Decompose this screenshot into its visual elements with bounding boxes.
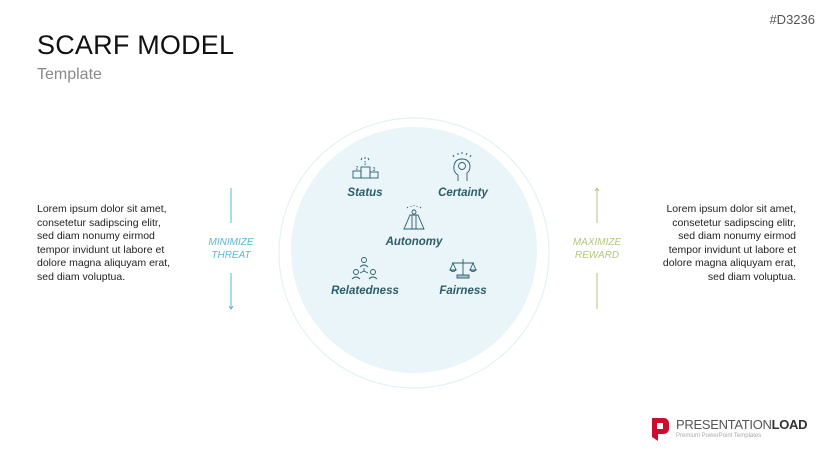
svg-text:3: 3 [373,167,376,173]
left-description: Lorem ipsum dolor sit amet, consetetur s… [37,203,171,283]
inner-circle [291,127,537,373]
brain-head-icon [452,152,472,181]
logo-mark-icon [652,418,669,441]
template-code: #D3236 [769,12,815,27]
svg-text:2: 2 [356,166,359,172]
arrow-up-icon [594,187,600,309]
page-title: SCARF MODEL [37,30,235,60]
podium-icon: 1 2 3 [352,157,379,179]
label-line: MINIMIZE [208,237,254,248]
factor-autonomy: Autonomy [385,236,443,248]
minimize-threat-label: MINIMIZE THREAT [191,236,271,262]
factor-relatedness: Relatedness [331,285,399,297]
factor-certainty: Certainty [438,187,488,199]
logo-tagline: Premium PowerPoint Templates [676,433,762,439]
svg-text:1: 1 [364,161,367,167]
logo-text-bold: LOAD [771,417,808,432]
logo-text-light: PRESENTATION [676,417,772,432]
right-description: Lorem ipsum dolor sit amet, consetetur s… [662,203,796,283]
factor-status: Status [347,187,383,199]
factor-fairness: Fairness [439,285,487,297]
maximize-reward-label: MAXIMIZE REWARD [557,236,637,262]
page-subtitle: Template [37,66,102,83]
label-line: MAXIMIZE [572,237,622,248]
label-line: THREAT [211,250,251,261]
people-network-icon [351,257,378,280]
arrow-down-icon [228,188,234,310]
scales-icon [448,259,478,279]
person-cape-icon [403,205,425,230]
label-line: REWARD [574,250,620,261]
